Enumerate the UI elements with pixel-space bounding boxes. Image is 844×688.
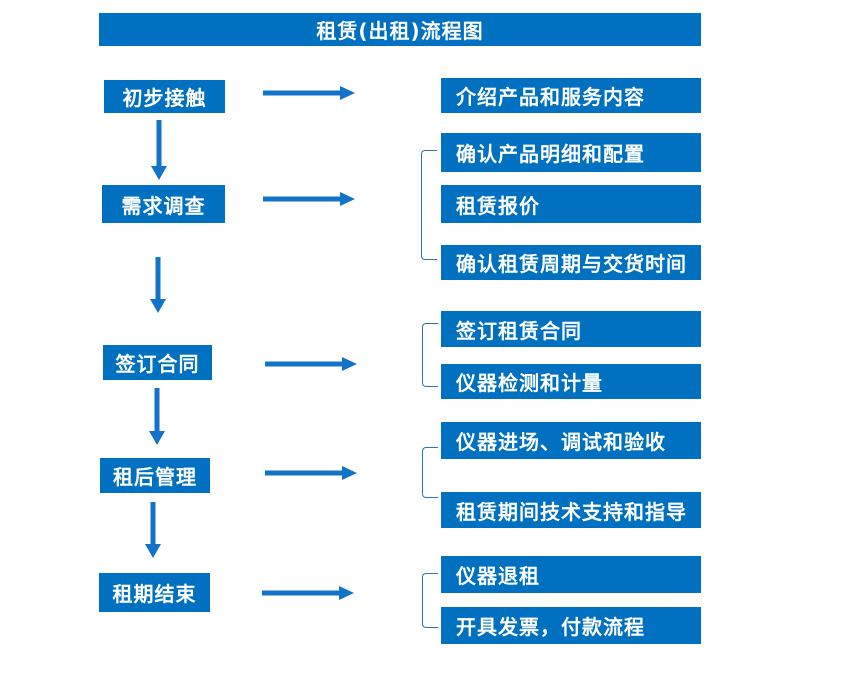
- stage-box-initial-contact: 初步接触: [104, 80, 225, 113]
- arrow-right-icon: [262, 586, 354, 600]
- arrow-down-icon: [150, 257, 166, 313]
- arrow-down-icon: [151, 120, 167, 180]
- stage-box-lease-end: 租期结束: [99, 573, 210, 612]
- output-box-tech-support: 租赁期间技术支持和指导: [441, 492, 701, 528]
- arrow-right-icon: [263, 86, 355, 100]
- stage-box-demand-survey: 需求调查: [102, 185, 225, 223]
- output-box-confirm-period: 确认租赁周期与交货时间: [441, 245, 701, 280]
- arrow-right-icon: [265, 357, 357, 371]
- arrow-right-icon: [263, 192, 355, 206]
- flowchart-title: 租赁(出租)流程图: [99, 13, 701, 46]
- group-bracket-post-rental-mgmt: [422, 447, 438, 498]
- output-box-instrument-return: 仪器退租: [441, 556, 701, 593]
- output-box-sign-rental-contract: 签订租赁合同: [441, 311, 701, 347]
- group-bracket-demand-survey: [421, 150, 437, 260]
- output-box-instrument-testing: 仪器检测和计量: [441, 364, 701, 399]
- group-bracket-lease-end: [422, 573, 438, 628]
- output-box-rental-quote: 租赁报价: [441, 185, 701, 223]
- stage-box-post-rental-mgmt: 租后管理: [100, 458, 210, 493]
- output-box-intro-products: 介绍产品和服务内容: [441, 78, 701, 113]
- output-box-confirm-details: 确认产品明细和配置: [441, 133, 701, 172]
- output-box-invoice-payment: 开具发票，付款流程: [441, 607, 701, 644]
- arrow-right-icon: [265, 466, 357, 480]
- group-bracket-sign-contract: [422, 323, 438, 387]
- stage-box-sign-contract: 签订合同: [103, 345, 212, 380]
- arrow-down-icon: [145, 502, 161, 558]
- arrow-down-icon: [149, 388, 165, 445]
- output-box-instrument-setup: 仪器进场、调试和验收: [441, 422, 701, 459]
